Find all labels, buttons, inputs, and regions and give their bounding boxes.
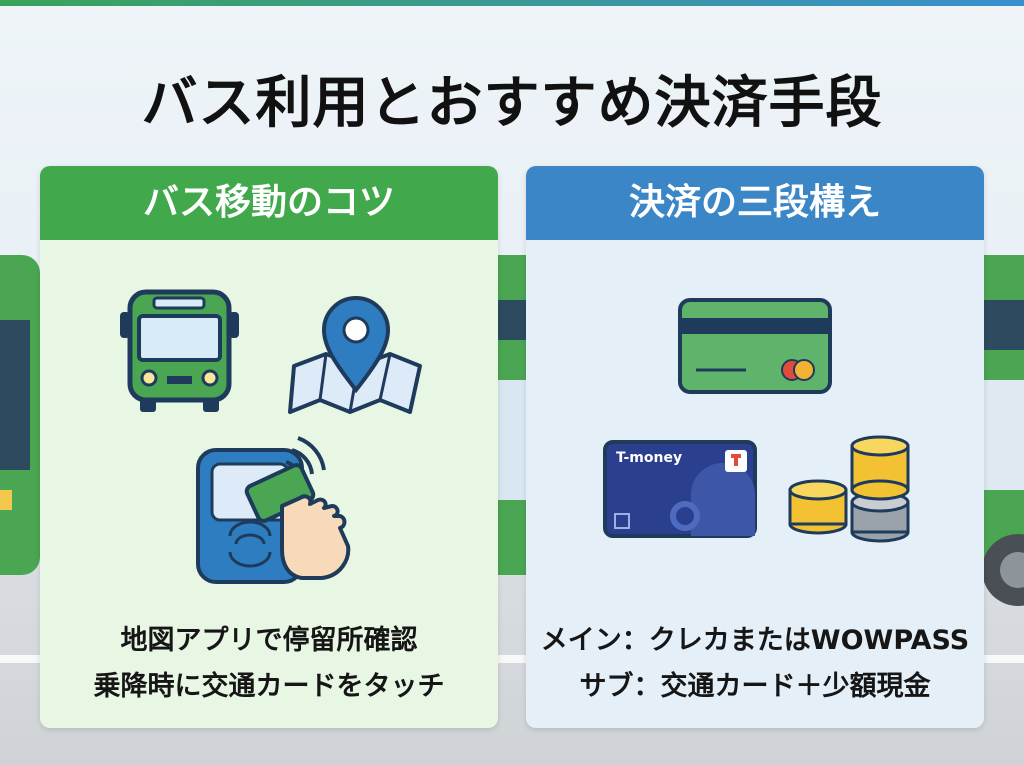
tmoney-card-label: T-money — [616, 450, 683, 466]
bus-tips-header: バス移動のコツ — [40, 166, 498, 240]
payment-methods-panel: 決済の三段構え T-money メイン：クレカまたはWOWPASS サブ：交通 — [526, 166, 984, 728]
bus-tip-caption-1: 地図アプリで停留所確認 — [120, 625, 418, 656]
payment-caption-main: メイン：クレカまたはWOWPASS — [540, 625, 970, 656]
page-title: バス利用とおすすめ決済手段 — [141, 71, 883, 136]
tmoney-card-icon — [603, 440, 757, 538]
payment-caption-sub: サブ：交通カード＋少額現金 — [579, 671, 931, 702]
map-pin-icon — [288, 296, 422, 414]
bus-tips-panel: バス移動のコツ 地図アプリで停留所確認 乗降時に交通カードをタッチ — [40, 166, 498, 728]
bus-tip-caption-2: 乗降時に交通カードをタッチ — [93, 671, 445, 702]
top-accent-strip — [0, 0, 1024, 6]
card-tap-reader-icon — [196, 436, 351, 584]
credit-card-icon — [678, 298, 832, 394]
coins-stack-icon — [788, 435, 910, 543]
payment-methods-header: 決済の三段構え — [526, 166, 984, 240]
bus-icon — [120, 289, 239, 412]
